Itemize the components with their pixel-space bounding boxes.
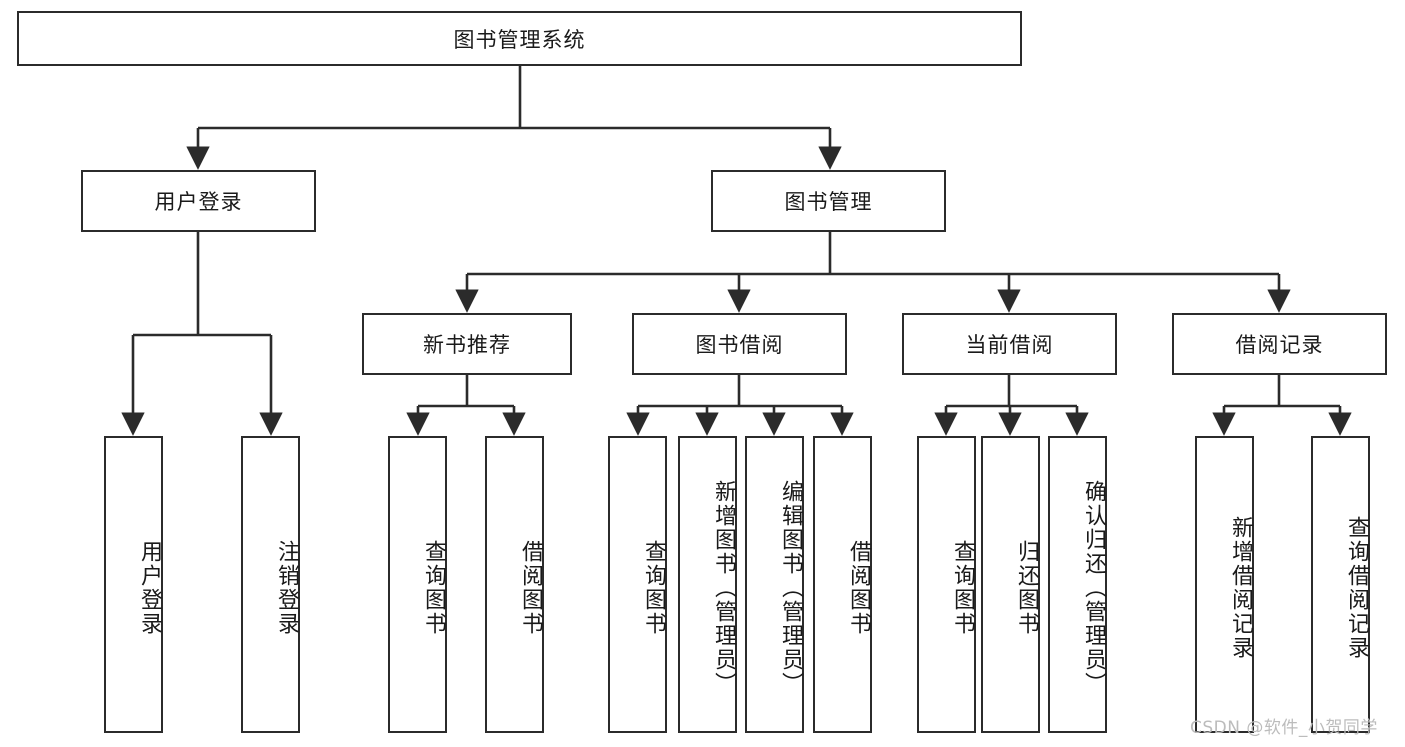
node-label: 借阅图书 bbox=[518, 539, 543, 636]
node-user-login[interactable]: 用户登录 bbox=[81, 170, 316, 232]
node-label: 查询图书 bbox=[950, 539, 975, 636]
node-label: 归还图书 bbox=[1014, 539, 1039, 636]
node-label: 图书管理 bbox=[784, 190, 873, 214]
leaf-return-book[interactable]: 归还图书 bbox=[981, 436, 1040, 733]
node-borrow-record[interactable]: 借阅记录 bbox=[1172, 313, 1387, 375]
leaf-add-borrow-record[interactable]: 新增借阅记录 bbox=[1195, 436, 1254, 733]
node-label: 用户登录 bbox=[137, 539, 162, 636]
node-label: 用户登录 bbox=[154, 190, 243, 214]
leaf-borrow-book[interactable]: 借阅图书 bbox=[813, 436, 872, 733]
node-label: 确认归还（管理员） bbox=[1081, 479, 1106, 696]
node-label: 新增借阅记录 bbox=[1228, 515, 1253, 660]
leaf-confirm-return-admin[interactable]: 确认归还（管理员） bbox=[1048, 436, 1107, 733]
node-label: 注销登录 bbox=[274, 539, 299, 636]
leaf-query-book-borrow[interactable]: 查询图书 bbox=[608, 436, 667, 733]
node-label: 编辑图书（管理员） bbox=[778, 479, 803, 696]
node-label: 图书管理系统 bbox=[453, 27, 586, 52]
leaf-query-book-recommend[interactable]: 查询图书 bbox=[388, 436, 447, 733]
leaf-logout[interactable]: 注销登录 bbox=[241, 436, 300, 733]
node-label: 查询借阅记录 bbox=[1344, 515, 1369, 660]
node-root-book-management-system[interactable]: 图书管理系统 bbox=[17, 11, 1022, 66]
node-book-borrow[interactable]: 图书借阅 bbox=[632, 313, 847, 375]
leaf-user-login[interactable]: 用户登录 bbox=[104, 436, 163, 733]
leaf-edit-book-admin[interactable]: 编辑图书（管理员） bbox=[745, 436, 804, 733]
node-label: 图书借阅 bbox=[695, 333, 784, 357]
node-label: 查询图书 bbox=[641, 539, 666, 636]
leaf-add-book-admin[interactable]: 新增图书（管理员） bbox=[678, 436, 737, 733]
node-label: 借阅记录 bbox=[1235, 333, 1324, 357]
node-current-borrow[interactable]: 当前借阅 bbox=[902, 313, 1117, 375]
leaf-query-borrow-record[interactable]: 查询借阅记录 bbox=[1311, 436, 1370, 733]
node-label: 查询图书 bbox=[421, 539, 446, 636]
leaf-borrow-book-recommend[interactable]: 借阅图书 bbox=[485, 436, 544, 733]
node-label: 借阅图书 bbox=[846, 539, 871, 636]
node-label: 当前借阅 bbox=[965, 333, 1054, 357]
node-book-management[interactable]: 图书管理 bbox=[711, 170, 946, 232]
node-label: 新增图书（管理员） bbox=[711, 479, 736, 696]
node-new-book-recommend[interactable]: 新书推荐 bbox=[362, 313, 572, 375]
node-label: 新书推荐 bbox=[423, 333, 511, 357]
leaf-query-book-current[interactable]: 查询图书 bbox=[917, 436, 976, 733]
csdn-watermark: CSDN @软件_小贺同学 bbox=[1190, 718, 1378, 738]
